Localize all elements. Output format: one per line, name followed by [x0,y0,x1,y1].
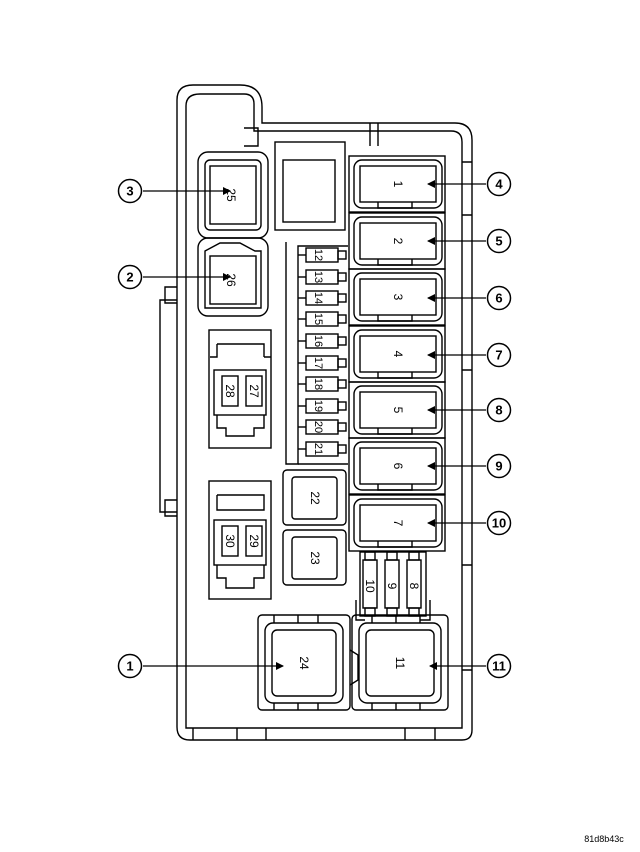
slot-2-label: 2 [391,238,405,245]
slot-21-label: 21 [312,443,324,455]
callout-circles [117,171,512,679]
fuse-8 [406,551,422,617]
mini-fuse-rail [285,242,348,465]
fuse-23-housing [282,529,347,586]
slot-29-label: 29 [247,534,261,548]
mini-fuse-13 [298,269,347,285]
slot-20-label: 20 [312,421,324,433]
top-center-block [274,141,346,231]
callout-11: 11 [492,659,506,674]
mini-fuse-18 [298,376,347,392]
callout-6: 6 [495,291,502,306]
callout-10: 10 [492,516,506,531]
fuse-9 [384,551,400,617]
callout-7: 7 [495,348,502,363]
callout-9: 9 [495,459,502,474]
small-fuse-slots [221,375,263,557]
callout-8: 8 [495,403,502,418]
slot-24-label: 24 [297,656,311,670]
vertical-fuse-group [362,551,422,617]
callout-2: 2 [126,270,133,285]
slot-11-label: 11 [393,657,407,670]
mini-fuse-17 [298,355,347,371]
relay-3 [348,268,446,326]
housing-outline [159,84,473,741]
slot-16-label: 16 [312,335,324,347]
slot-18-label: 18 [312,378,324,390]
mini-fuse-12 [298,247,347,263]
slot-1-label: 1 [391,181,405,188]
slot-19-label: 19 [312,400,324,412]
slot-4-label: 4 [391,351,405,358]
slot-10-label: 10 [363,579,377,593]
slot-9-label: 9 [385,583,399,590]
slot-23-label: 23 [308,551,322,565]
mini-fuse-14 [298,290,347,306]
callout-1: 1 [126,659,133,674]
callout-3: 3 [126,184,133,199]
slot-25-label: 25 [224,188,238,202]
relay-column [348,155,446,552]
slot-17-label: 17 [312,357,324,369]
slot-5-label: 5 [391,407,405,414]
relay-11 [351,614,449,711]
mini-fuse-19 [298,398,347,414]
reference-code: 81d8b43c [584,834,624,844]
mini-fuse-15 [298,311,347,327]
slot-12-label: 12 [312,249,324,261]
slot-15-label: 15 [312,313,324,325]
slot-22-label: 22 [308,491,322,505]
callout-5: 5 [495,234,502,249]
cartridge-27-28 [208,329,272,449]
relay-24 [257,614,359,711]
mini-fuse-group [298,247,347,457]
mini-fuse-16 [298,333,347,349]
callout-leaders [143,180,486,670]
slot-13-label: 13 [312,271,324,283]
slot-30-label: 30 [223,534,237,548]
slot-8-label: 8 [407,583,421,590]
slot-26-label: 26 [224,273,238,287]
slot-3-label: 3 [391,294,405,301]
slot-6-label: 6 [391,463,405,470]
fuse-10 [362,551,378,617]
cartridge-29-30 [208,480,272,600]
mini-fuse-20 [298,419,347,435]
fuse-22-housing [282,469,347,526]
mini-fuse-21 [298,441,347,457]
slot-28-label: 28 [223,384,237,398]
slot-7-label: 7 [391,520,405,527]
slot-14-label: 14 [312,292,324,304]
callout-4: 4 [495,177,503,192]
slot-27-label: 27 [247,384,261,398]
